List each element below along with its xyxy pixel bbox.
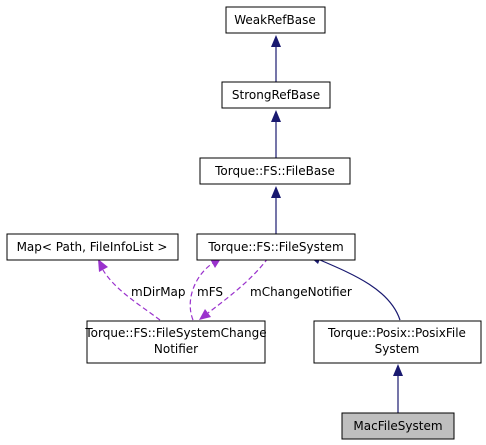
node-weakrefbase[interactable]: WeakRefBase: [225, 6, 326, 34]
edge-filebase-strongrefbase: [271, 110, 281, 158]
node-filebase[interactable]: Torque::FS::FileBase: [199, 157, 351, 185]
edge-filesystem-filebase: [271, 186, 281, 234]
edge-macfilesystem-posixfilesystem: [393, 364, 403, 413]
edge-mdirmap: [98, 259, 161, 321]
edge-strongrefbase-weakrefbase: [271, 35, 281, 82]
node-filesystem-label: Torque::FS::FileSystem: [207, 240, 343, 254]
node-strongrefbase-label: StrongRefBase: [232, 88, 320, 102]
node-macfilesystem-label: MacFileSystem: [353, 419, 442, 433]
edge-mchangenotifier: [199, 257, 269, 320]
node-filebase-label: Torque::FS::FileBase: [214, 164, 335, 178]
node-posixfilesystem[interactable]: Torque::Posix::PosixFile System: [313, 320, 482, 364]
node-strongrefbase[interactable]: StrongRefBase: [221, 81, 331, 109]
node-map-label: Map< Path, FileInfoList >: [17, 240, 168, 254]
node-macfilesystem[interactable]: MacFileSystem: [341, 412, 455, 440]
node-posixfilesystem-label-line2: System: [375, 342, 420, 356]
node-map[interactable]: Map< Path, FileInfoList >: [6, 233, 179, 261]
node-filesystemchangenotifier-label-line1: Torque::FS::FileSystemChange: [84, 326, 266, 340]
edge-label-mchangenotifier: mChangeNotifier: [250, 285, 352, 299]
node-filesystemchangenotifier-label-line2: Notifier: [154, 342, 198, 356]
edge-label-mfs: mFS: [197, 285, 223, 299]
node-weakrefbase-label: WeakRefBase: [234, 13, 315, 27]
edge-label-mdirmap: mDirMap: [131, 285, 186, 299]
node-filesystem[interactable]: Torque::FS::FileSystem: [196, 233, 356, 261]
node-posixfilesystem-label-line1: Torque::Posix::PosixFile: [327, 326, 466, 340]
node-filesystemchangenotifier[interactable]: Torque::FS::FileSystemChange Notifier: [84, 320, 267, 364]
